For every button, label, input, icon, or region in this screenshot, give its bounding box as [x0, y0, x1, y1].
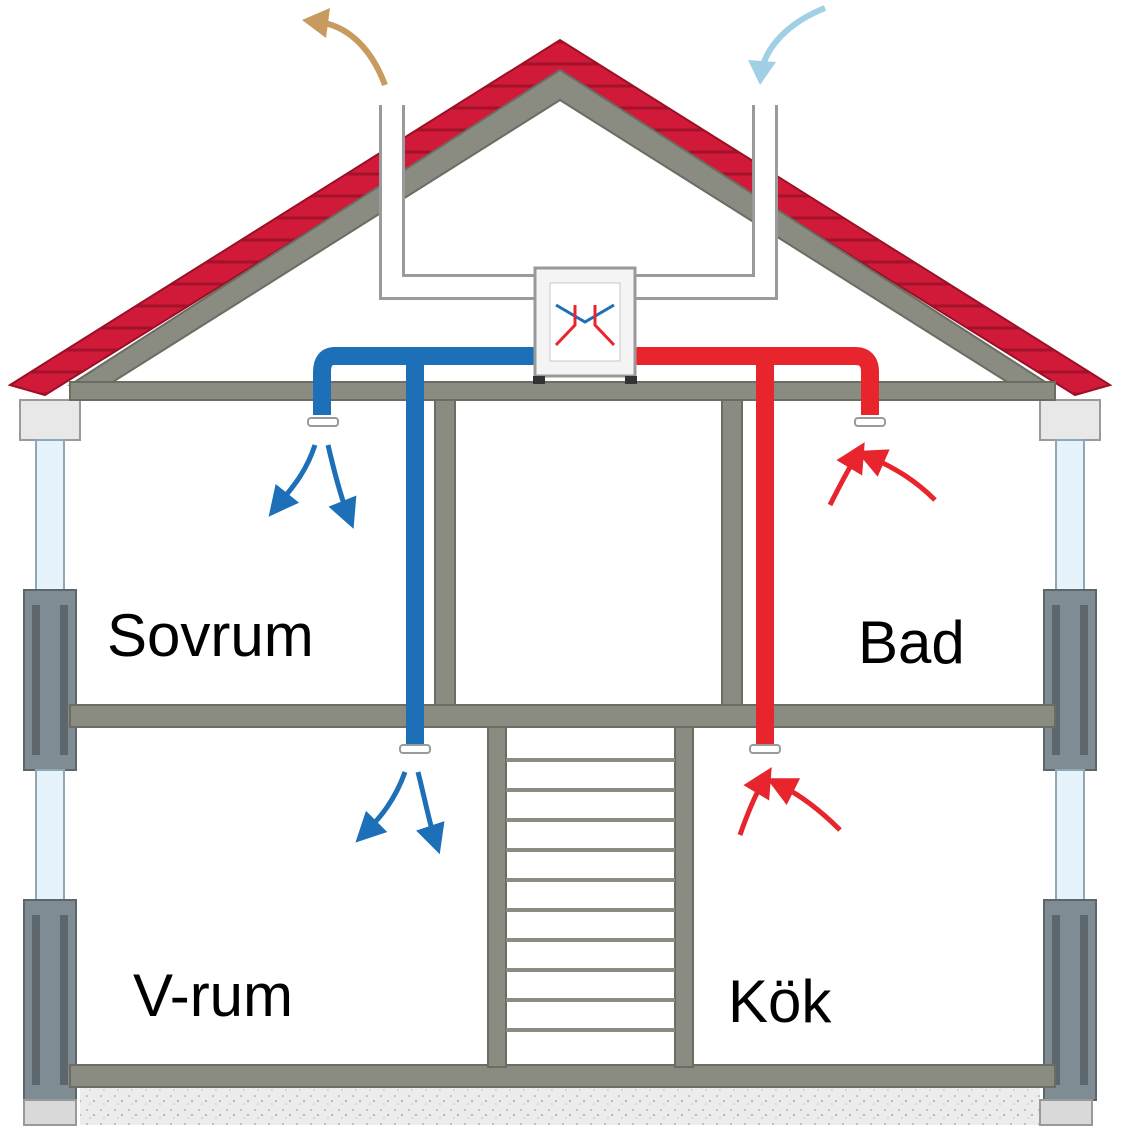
diffuser-bath: [854, 417, 886, 427]
upper-wall-left: [434, 399, 456, 706]
room-label-kitchen: Kök: [728, 968, 832, 1035]
extract-arrow-icon: [737, 442, 937, 836]
intake-arrow-icon: [759, 5, 827, 69]
room-label-bathroom: Bad: [858, 609, 965, 676]
extract-duct: [635, 347, 879, 415]
diffuser-living: [399, 744, 431, 754]
left-wall: [19, 399, 81, 1126]
room-label-bedroom: Sovrum: [107, 602, 314, 669]
intake-arrow-head: [748, 60, 776, 85]
exhaust-arrow-icon: [317, 19, 388, 87]
diffuser-kitchen: [749, 744, 781, 754]
label-bg-living: [96, 945, 366, 1060]
supply-duct: [313, 347, 535, 415]
ground: [80, 1085, 1040, 1125]
heat-exchanger-icon: [533, 266, 637, 384]
exhaust-arrow-head: [302, 8, 330, 38]
middle-floor: [69, 704, 1056, 728]
lower-wall-right: [674, 726, 694, 1068]
right-wall: [1039, 399, 1101, 1126]
supply-arrow-icon: [268, 444, 445, 855]
upper-wall-right: [721, 399, 743, 706]
room-label-living-room: V-rum: [133, 962, 294, 1029]
label-bg-kitchen: [695, 938, 1040, 1060]
exhaust-duct-inner: [382, 105, 535, 297]
diffuser-bedroom: [307, 417, 339, 427]
lower-wall-left: [487, 726, 507, 1068]
ground-floor: [69, 1064, 1056, 1088]
staircase: [506, 758, 675, 1032]
attic-floor: [69, 381, 1056, 401]
label-bg-bath: [822, 600, 1037, 700]
intake-duct-inner: [635, 105, 775, 297]
